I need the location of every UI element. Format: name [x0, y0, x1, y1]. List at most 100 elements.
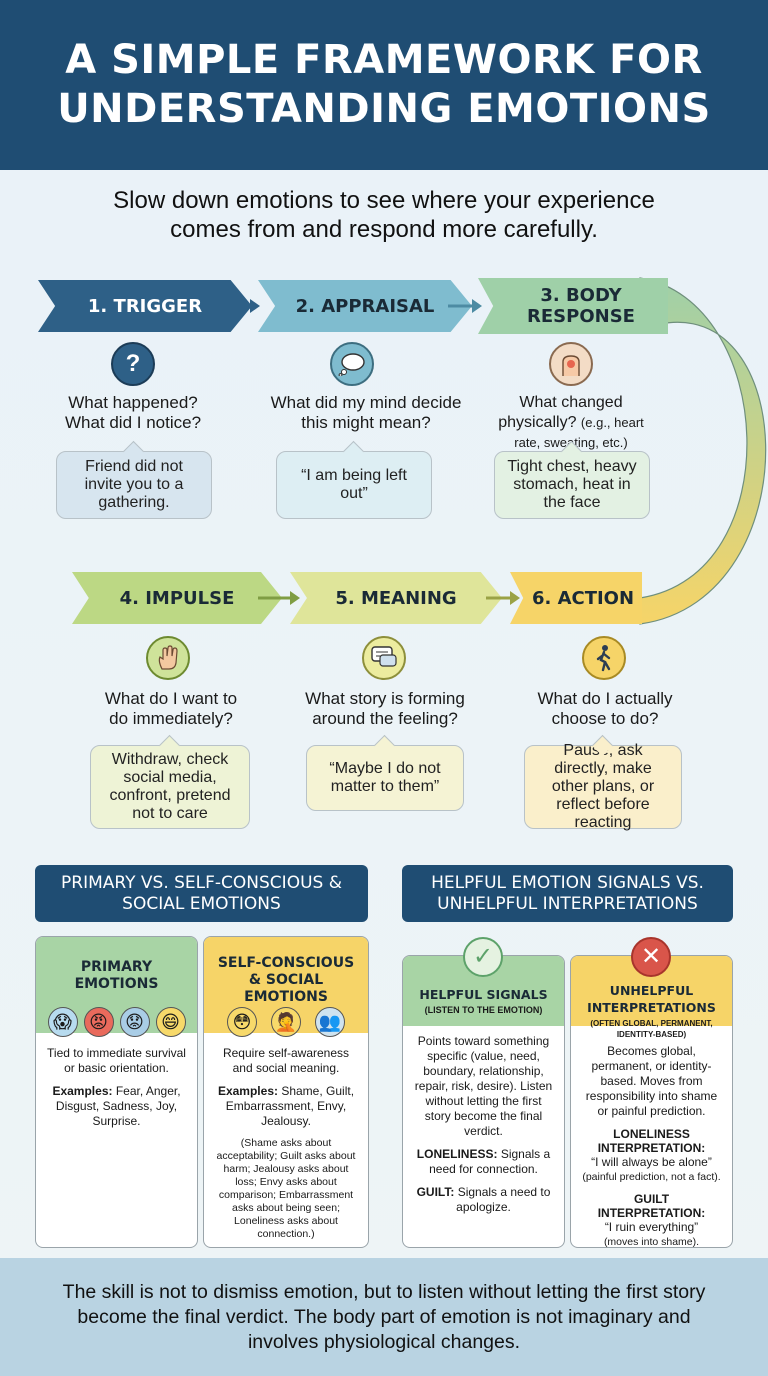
unhelpful-loneliness-quote: “I will always be alone” — [591, 1155, 712, 1169]
helpful-signals-subtitle: (LISTEN TO THE EMOTION) — [424, 1005, 543, 1015]
step-body-response-example: Tight chest, heavy stomach, heat in the … — [494, 451, 650, 519]
helpful-loneliness-label: LONELINESS: — [416, 1147, 498, 1161]
step-body-response-question-text: What changed physically? — [498, 394, 623, 431]
self-conscious-examples: Examples: Shame, Guilt, Embarrassment, E… — [212, 1084, 360, 1129]
right-section-header-text: HELPFUL EMOTION SIGNALS VS. UNHELPFUL IN… — [431, 872, 704, 914]
embarrassed-face-icon: 😳 — [227, 1007, 257, 1037]
arrow-right-icon — [448, 299, 482, 313]
title-banner: A SIMPLE FRAMEWORK FOR UNDERSTANDING EMO… — [0, 0, 768, 170]
sad-face-icon: 😟 — [119, 1007, 150, 1037]
step-impulse-label: 4. IMPULSE — [119, 587, 235, 609]
self-conscious-examples-label: Examples: — [217, 1084, 278, 1098]
step-impulse-chevron: 4. IMPULSE — [72, 572, 282, 624]
helpful-signals-card-top: HELPFUL SIGNALS (LISTEN TO THE EMOTION) — [403, 956, 564, 1026]
primary-examples-label: Examples: — [52, 1084, 113, 1098]
primary-emotions-card: PRIMARY EMOTIONS 😱 😡 😟 😄 Tied to immedia… — [35, 936, 198, 1248]
step-trigger-label: 1. TRIGGER — [87, 295, 203, 317]
cross-icon: ✕ — [631, 937, 671, 977]
unhelpful-interpretations-card: UNHELPFUL INTERPRETATIONS (OFTEN GLOBAL,… — [570, 955, 733, 1248]
speech-bubble-icon — [362, 636, 406, 680]
step-action-question: What do I actually choose to do? — [537, 689, 673, 728]
unhelpful-guilt-label: GUILT INTERPRETATION: — [597, 1192, 706, 1220]
question-mark-icon: ? — [111, 342, 155, 386]
step-appraisal-example: “I am being left out” — [276, 451, 432, 519]
unhelpful-loneliness: LONELINESS INTERPRETATION: “I will alway… — [579, 1127, 724, 1184]
primary-emotions-body: Tied to immediate survival or basic orie… — [44, 1046, 189, 1137]
primary-emotions-emojis: 😱 😡 😟 😄 — [36, 1007, 197, 1037]
step-body-response-label: 3. BODY RESPONSE — [527, 285, 635, 327]
left-section-header: PRIMARY VS. SELF-CONSCIOUS & SOCIAL EMOT… — [35, 865, 368, 922]
step-appraisal-question: What did my mind decide this might mean? — [270, 393, 462, 432]
arrow-right-icon — [226, 299, 260, 313]
arrow-right-icon — [486, 591, 520, 605]
unhelpful-guilt-quote: “I ruin everything” — [604, 1220, 699, 1234]
walking-person-icon — [582, 636, 626, 680]
unhelpful-guilt: GUILT INTERPRETATION: “I ruin everything… — [579, 1192, 724, 1248]
step-action-label: 6. ACTION — [531, 587, 635, 609]
arrow-right-icon — [258, 591, 300, 605]
step-impulse-example: Withdraw, check social media, confront, … — [90, 745, 250, 829]
helpful-guilt-text: Signals a need to apologize. — [456, 1185, 551, 1214]
fear-face-icon: 😱 — [47, 1007, 78, 1037]
step-trigger-example: Friend did not invite you to a gathering… — [56, 451, 212, 519]
step-appraisal-chevron: 2. APPRAISAL — [258, 280, 472, 332]
step-trigger-example-text: Friend did not invite you to a gathering… — [84, 458, 184, 511]
step-body-response-chevron: 3. BODY RESPONSE — [478, 278, 668, 334]
face-palm-icon: 🤦 — [271, 1007, 301, 1037]
self-conscious-examples-text: Shame, Guilt, Embarrassment, Envy, Jealo… — [225, 1084, 355, 1128]
helpful-guilt-label: GUILT: — [416, 1185, 455, 1199]
self-conscious-emojis: 😳 🤦 👥 — [204, 1007, 368, 1037]
footer-banner: The skill is not to dismiss emotion, but… — [0, 1258, 768, 1376]
helpful-signals-body: Points toward something specific (value,… — [411, 1034, 556, 1223]
helpful-signals-title: HELPFUL SIGNALS — [419, 987, 548, 1002]
page-title: A SIMPLE FRAMEWORK FOR UNDERSTANDING EMO… — [57, 37, 711, 132]
self-conscious-note: (Shame asks about acceptability; Guilt a… — [216, 1137, 356, 1240]
hand-icon — [146, 636, 190, 680]
step-action-example-text: Pause, ask directly, make other plans, o… — [551, 742, 655, 831]
step-appraisal-label: 2. APPRAISAL — [295, 295, 435, 317]
helpful-loneliness-text: Signals a need for connection. — [429, 1147, 551, 1176]
unhelpful-desc: Becomes global, permanent, or identity-b… — [585, 1044, 718, 1118]
step-action-chevron: 6. ACTION — [510, 572, 642, 624]
checkmark-icon: ✓ — [463, 937, 503, 977]
helpful-signals-desc: Points toward something specific (value,… — [414, 1034, 553, 1138]
unhelpful-subtitle: (OFTEN GLOBAL, PERMANENT, IDENTITY-BASED… — [590, 1019, 713, 1039]
step-body-response-question: What changed physically? (e.g., heart ra… — [486, 393, 656, 453]
step-meaning-question: What story is forming around the feeling… — [305, 689, 465, 728]
joy-face-icon: 😄 — [155, 1007, 186, 1037]
step-meaning-chevron: 5. MEANING — [290, 572, 502, 624]
self-conscious-body: Require self-awareness and social meanin… — [212, 1046, 360, 1247]
anger-face-icon: 😡 — [83, 1007, 114, 1037]
step-trigger-question: What happened? What did I notice? — [64, 393, 202, 432]
step-meaning-example: “Maybe I do not matter to them” — [306, 745, 464, 811]
subtitle: Slow down emotions to see where your exp… — [113, 187, 655, 243]
step-appraisal-example-text: “I am being left out” — [301, 467, 407, 502]
primary-emotions-desc: Tied to immediate survival or basic orie… — [47, 1046, 186, 1075]
step-body-response-example-text: Tight chest, heavy stomach, heat in the … — [507, 458, 637, 511]
helpful-guilt: GUILT: Signals a need to apologize. — [411, 1185, 556, 1215]
helpful-loneliness: LONELINESS: Signals a need for connectio… — [411, 1147, 556, 1177]
thought-bubble-icon — [330, 342, 374, 386]
left-section-header-text: PRIMARY VS. SELF-CONSCIOUS & SOCIAL EMOT… — [61, 872, 342, 914]
body-torso-icon — [549, 342, 593, 386]
primary-emotions-title: PRIMARY EMOTIONS — [74, 959, 159, 992]
unhelpful-loneliness-note: (painful prediction, not a fact). — [582, 1171, 721, 1183]
self-conscious-emotions-card: SELF-CONSCIOUS & SOCIAL EMOTIONS 😳 🤦 👥 R… — [203, 936, 369, 1248]
step-meaning-label: 5. MEANING — [335, 587, 457, 609]
step-trigger-chevron: 1. TRIGGER — [38, 280, 252, 332]
footer-text: The skill is not to dismiss emotion, but… — [62, 1280, 706, 1353]
unhelpful-guilt-note: (moves into shame). — [603, 1236, 700, 1248]
self-conscious-title: SELF-CONSCIOUS & SOCIAL EMOTIONS — [217, 955, 355, 1005]
primary-examples-text: Fear, Anger, Disgust, Sadness, Joy, Surp… — [55, 1084, 181, 1128]
step-action-example: Pause, ask directly, make other plans, o… — [524, 742, 682, 831]
unhelpful-title: UNHELPFUL INTERPRETATIONS — [587, 983, 716, 1015]
two-people-icon: 👥 — [315, 1007, 345, 1037]
step-impulse-example-text: Withdraw, check social media, confront, … — [109, 751, 231, 822]
primary-emotions-examples: Examples: Fear, Anger, Disgust, Sadness,… — [44, 1084, 189, 1129]
self-conscious-desc: Require self-awareness and social meanin… — [222, 1046, 350, 1075]
step-impulse-question: What do I want to do immediately? — [104, 689, 238, 728]
step-meaning-example-text: “Maybe I do not matter to them” — [329, 760, 441, 795]
right-section-header: HELPFUL EMOTION SIGNALS VS. UNHELPFUL IN… — [402, 865, 733, 922]
helpful-signals-card: HELPFUL SIGNALS (LISTEN TO THE EMOTION) … — [402, 955, 565, 1248]
